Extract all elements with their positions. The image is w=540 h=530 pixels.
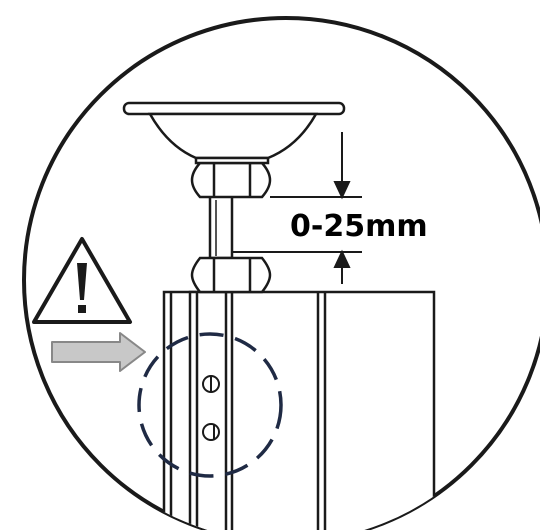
right-arrow-icon xyxy=(51,332,146,372)
foot-pad xyxy=(122,101,346,165)
warning-triangle-icon xyxy=(32,237,132,324)
screw-hole xyxy=(202,375,220,393)
lower-nut xyxy=(190,256,272,294)
dimension-marker xyxy=(232,132,362,284)
dimension-label: 0-25mm xyxy=(290,209,428,244)
threaded-rod xyxy=(208,194,234,260)
screw-hole xyxy=(202,423,220,441)
upper-nut xyxy=(190,161,272,199)
highlight-dashed-circle xyxy=(137,332,283,478)
